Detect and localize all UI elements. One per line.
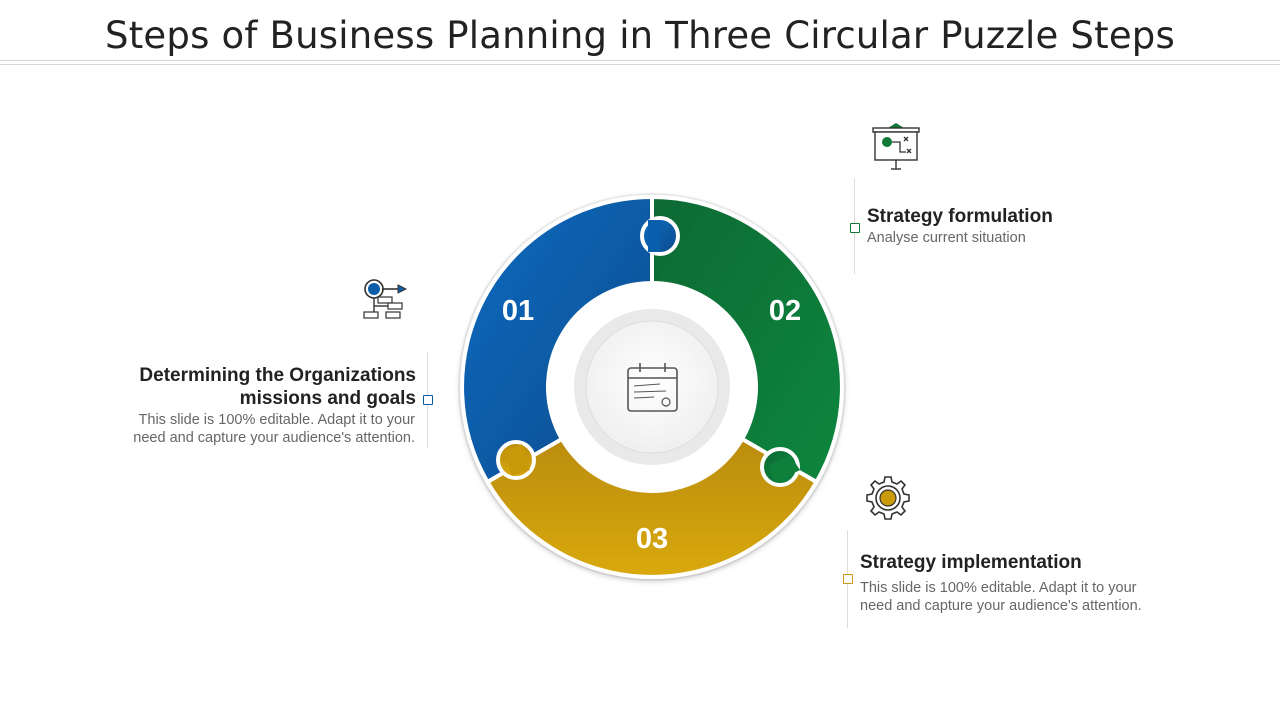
center-circle	[585, 320, 719, 454]
strategy-board-icon	[870, 122, 922, 177]
step-02-desc: Analyse current situation	[867, 230, 1026, 246]
target-network-icon	[360, 278, 410, 327]
step-number-01: 01	[502, 295, 534, 327]
gear-icon	[864, 474, 912, 527]
title-divider-bottom	[0, 64, 1280, 65]
step-number-03: 03	[636, 523, 668, 555]
step-01-desc-line2: need and capture your audience's attenti…	[133, 430, 415, 446]
step-number-02: 02	[769, 295, 801, 327]
step-03-marker	[843, 574, 853, 584]
step-03-title: Strategy implementation	[860, 552, 1082, 573]
calendar-plan-icon	[627, 363, 678, 412]
step-01-title-line2: missions and goals	[239, 388, 416, 409]
title-divider-top	[0, 60, 1280, 61]
step-03-desc-line1: This slide is 100% editable. Adapt it to…	[860, 580, 1137, 596]
step-02-title: Strategy formulation	[867, 206, 1053, 227]
slide-title: Steps of Business Planning in Three Circ…	[105, 14, 1175, 57]
step-02-marker	[850, 223, 860, 233]
step-01-title-line1: Determining the Organizations	[139, 365, 416, 386]
step-01-desc-line1: This slide is 100% editable. Adapt it to…	[138, 412, 415, 428]
step-03-desc-line2: need and capture your audience's attenti…	[860, 598, 1142, 614]
step-01-marker	[423, 395, 433, 405]
